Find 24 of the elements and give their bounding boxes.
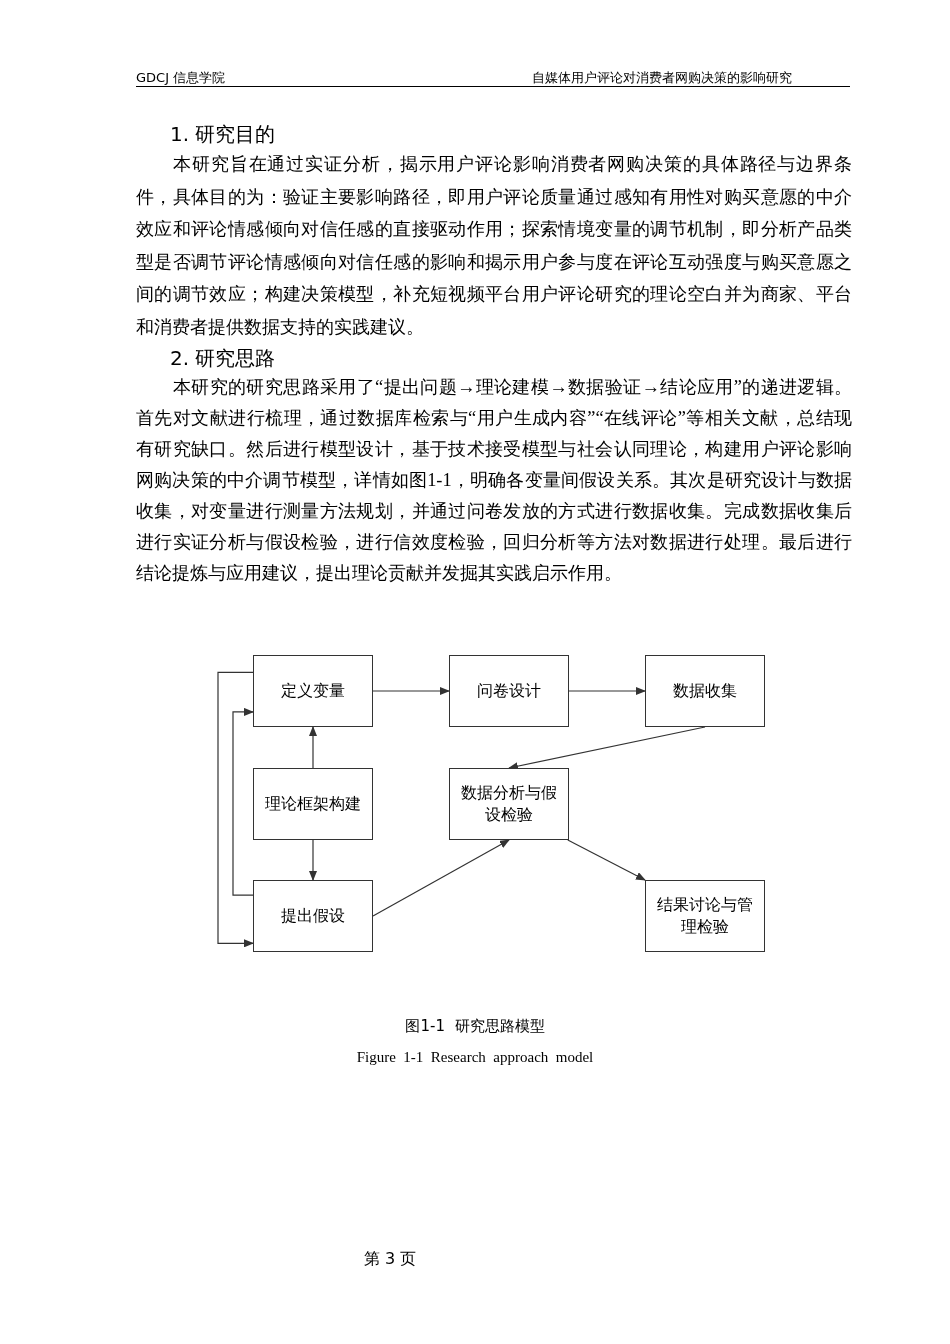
process-box: 问卷设计 (449, 655, 569, 727)
arrow (309, 726, 317, 769)
arrow (567, 839, 646, 881)
arrow (372, 687, 450, 695)
process-box: 理论框架构建 (253, 768, 373, 840)
arrow (217, 671, 254, 948)
paragraph: 本研究旨在通过实证分析，揭示用户评论影响消费者网购决策的具体路径与边界条件，具体目的为：验证主要影响路径，即用户评论质量通过感知有用性对购买意愿的中介效应和评论情感倾向对信任感的直接驱动作用；探索情境变量的调节机制，即分析产品类型是否调节评论情感倾向对信任感的影响和揭示用户参与度在评论互动强度与购买意愿之间的调节效应；构建决策模型，补充短视频平台用户评论研究的理论空白并为商家、平台和消费者提供数据支持的实践建议。 (136, 153, 852, 339)
process-box: 定义变量 (253, 655, 373, 727)
process-box: 结果讨论与管理检验 (645, 880, 765, 952)
paragraph: 本研究的研究思路采用了“提出问题→理论建模→数据验证→结论应用”的递进逻辑。首先对文献进行梳理，通过数据库检索与“用户生成内容”“在线评论”等相关文献，总结现有研究缺口。然后进行模型设计，基于技术接受模型与社会认同理论，构建用户评论影响网购决策的中介调节模型，详情如图1-1，明确各变量间假设关系。其次是研究设计与数据收集，对变量进行测量方法规划，并通过问卷发放的方式进行数据收集。完成数据收集后进行实证分析与假设检验，进行信效度检验，回归分析等方法对数据进行处理。最后进行结论提炼与应用建议，提出理论贡献并发掘其实践启示作用。 (136, 376, 852, 585)
process-box: 数据分析与假设检验 (449, 768, 569, 840)
process-box: 提出假设 (253, 880, 373, 952)
page-number: 第 3 页 (362, 1248, 418, 1270)
figure-caption: 图1-1 研究思路模型 (404, 1016, 546, 1037)
figure-caption: Figure 1-1 Research approach model (355, 1048, 595, 1067)
arrow (568, 687, 646, 695)
header-title: 自媒体用户评论对消费者网购决策的影响研究 (532, 69, 792, 87)
header-text: GDCJ 信息学院 (136, 69, 226, 87)
section-heading: 1. 研究目的 (170, 121, 276, 148)
section-heading: 2. 研究思路 (170, 345, 276, 372)
process-box: 数据收集 (645, 655, 765, 727)
arrow (372, 839, 510, 917)
arrow (232, 707, 254, 896)
arrow (309, 839, 317, 881)
